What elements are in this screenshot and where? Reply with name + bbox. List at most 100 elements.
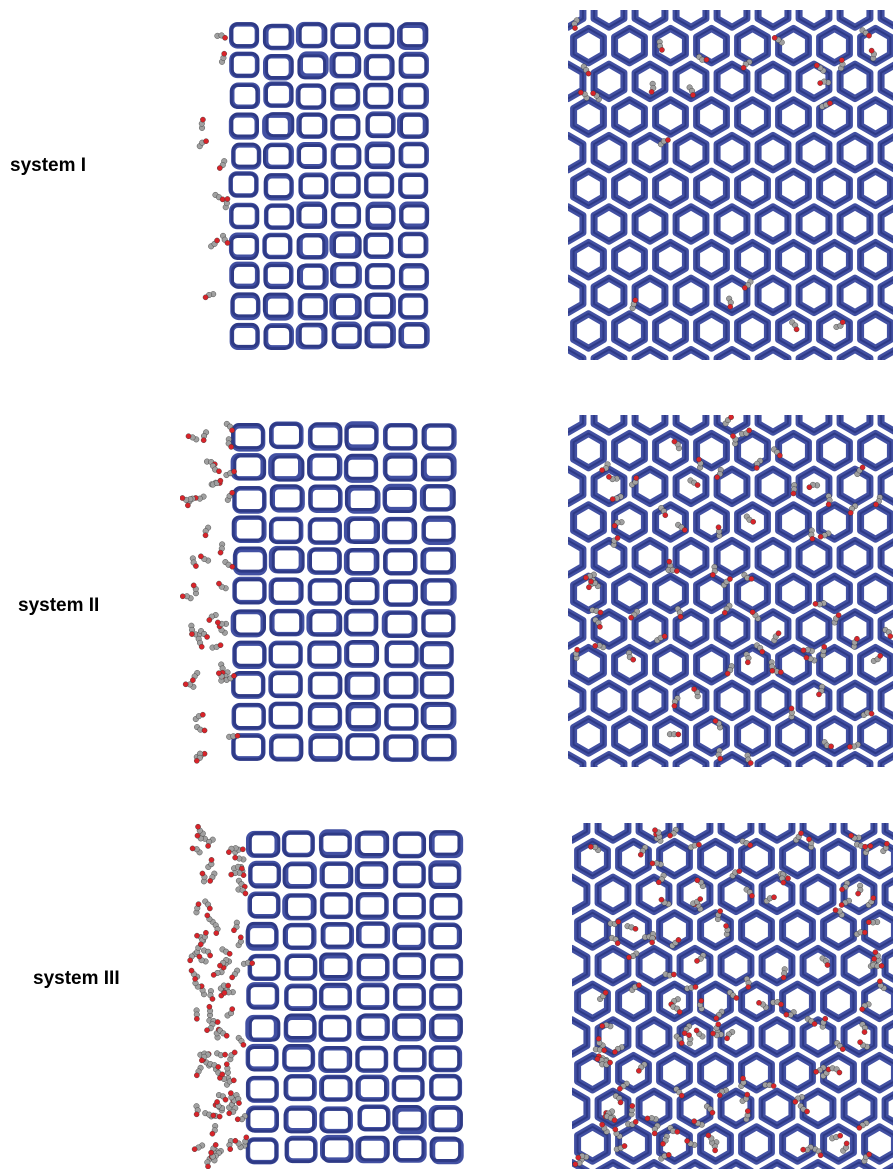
- framework-pore: [398, 143, 428, 169]
- framework-pore: [428, 830, 461, 856]
- framework-pore: [365, 204, 395, 230]
- oxygen-atom: [229, 427, 235, 434]
- framework-pore: [429, 1074, 462, 1101]
- oxygen-atom: [230, 1077, 237, 1084]
- oxygen-atom: [205, 843, 211, 849]
- framework-pore: [232, 576, 267, 605]
- adsorbed-molecule: [573, 646, 580, 661]
- framework-pore: [332, 143, 362, 169]
- adsorbed-molecule: [670, 1003, 683, 1015]
- oxygen-atom: [214, 1099, 220, 1105]
- oxygen-atom: [671, 438, 678, 445]
- framework-pore: [268, 577, 303, 605]
- oxygen-atom: [696, 456, 702, 463]
- oxygen-atom: [229, 563, 236, 570]
- framework-pore: [298, 322, 328, 348]
- adsorbed-molecule: [212, 922, 221, 936]
- adsorbed-molecule: [740, 59, 753, 71]
- oxygen-atom: [602, 989, 609, 996]
- framework-pore: [320, 922, 353, 948]
- adsorbed-molecule: [224, 489, 235, 503]
- adsorbed-molecule: [188, 967, 201, 980]
- adsorbed-molecule: [209, 1123, 219, 1137]
- adsorbed-molecule: [847, 503, 859, 516]
- oxygen-atom: [217, 477, 224, 484]
- adsorbed-molecule: [657, 137, 671, 148]
- framework-pore: [319, 861, 353, 889]
- framework-pore: [384, 671, 419, 700]
- framework-pore: [282, 863, 315, 889]
- adsorbed-molecule: [753, 457, 764, 471]
- adsorbed-molecule: [820, 644, 828, 659]
- adsorbed-molecule: [617, 1080, 630, 1092]
- framework-pore: [264, 204, 294, 230]
- adsorbed-molecule: [223, 468, 237, 479]
- framework-pore: [282, 1044, 315, 1070]
- adsorbed-molecule: [204, 1021, 216, 1033]
- adsorbed-molecule: [198, 628, 210, 640]
- framework-pore: [309, 547, 342, 574]
- oxygen-atom: [691, 686, 697, 692]
- framework-pore: [364, 262, 396, 290]
- framework-pore: [384, 455, 418, 482]
- oxygen-atom: [813, 1069, 819, 1075]
- adsorbed-molecule: [851, 635, 860, 650]
- framework-pore: [713, 10, 751, 31]
- oxygen-atom: [621, 1143, 628, 1149]
- oxygen-atom: [193, 1111, 200, 1118]
- framework-pore: [262, 292, 292, 318]
- adsorbed-molecule: [198, 553, 212, 564]
- framework-pore: [420, 455, 454, 482]
- oxygen-atom: [839, 57, 845, 63]
- oxygen-atom: [686, 1032, 692, 1038]
- framework-pore: [269, 702, 303, 729]
- framework-pore: [268, 670, 303, 699]
- framework-pore: [356, 861, 389, 887]
- adsorbed-molecule: [226, 1105, 239, 1117]
- framework-pore: [271, 455, 305, 482]
- framework-pore: [298, 113, 328, 139]
- framework-pore: [393, 1045, 426, 1071]
- framework-pore: [246, 1138, 278, 1164]
- framework-pore: [308, 517, 342, 544]
- adsorbed-molecule: [741, 571, 755, 582]
- adsorbed-molecule: [877, 978, 887, 992]
- adsorbed-molecule: [833, 1040, 846, 1052]
- oxygen-atom: [677, 613, 684, 620]
- oxygen-atom: [709, 1109, 716, 1116]
- adsorbed-molecule: [204, 912, 216, 925]
- adsorbed-molecule: [658, 1152, 672, 1162]
- side-view-structure: [187, 823, 464, 1169]
- oxygen-atom: [728, 415, 734, 421]
- framework-pore: [836, 10, 874, 31]
- oxygen-atom: [599, 1121, 605, 1128]
- adsorbed-molecule: [660, 1133, 670, 1147]
- adsorbed-molecule: [214, 32, 228, 41]
- framework-pore: [263, 324, 293, 350]
- framework-pore: [231, 702, 266, 731]
- adsorbed-molecule: [599, 461, 611, 473]
- oxygen-atom: [249, 960, 255, 967]
- adsorbed-molecule: [847, 741, 861, 750]
- framework-pore: [297, 83, 327, 109]
- adsorbed-molecule: [194, 941, 204, 955]
- adsorbed-molecule: [222, 559, 236, 570]
- adsorbed-molecule: [608, 934, 621, 946]
- framework-pore: [233, 578, 267, 605]
- oxygen-atom: [873, 501, 879, 508]
- framework-pore: [233, 609, 266, 636]
- adsorbed-molecule: [865, 919, 881, 926]
- oxygen-atom: [219, 1071, 226, 1078]
- adsorbed-molecule: [691, 686, 701, 700]
- framework-pore: [248, 860, 282, 888]
- oxygen-atom: [208, 1149, 214, 1156]
- framework-pore: [422, 515, 456, 542]
- framework-pore: [393, 892, 425, 919]
- framework-pore: [319, 892, 353, 920]
- framework-pore: [283, 922, 317, 950]
- adsorbed-molecule: [193, 1103, 201, 1118]
- oxygen-atom: [803, 654, 810, 661]
- adsorbed-molecule: [857, 1039, 870, 1050]
- adsorbed-molecule: [589, 607, 604, 616]
- adsorbed-molecule: [588, 843, 602, 854]
